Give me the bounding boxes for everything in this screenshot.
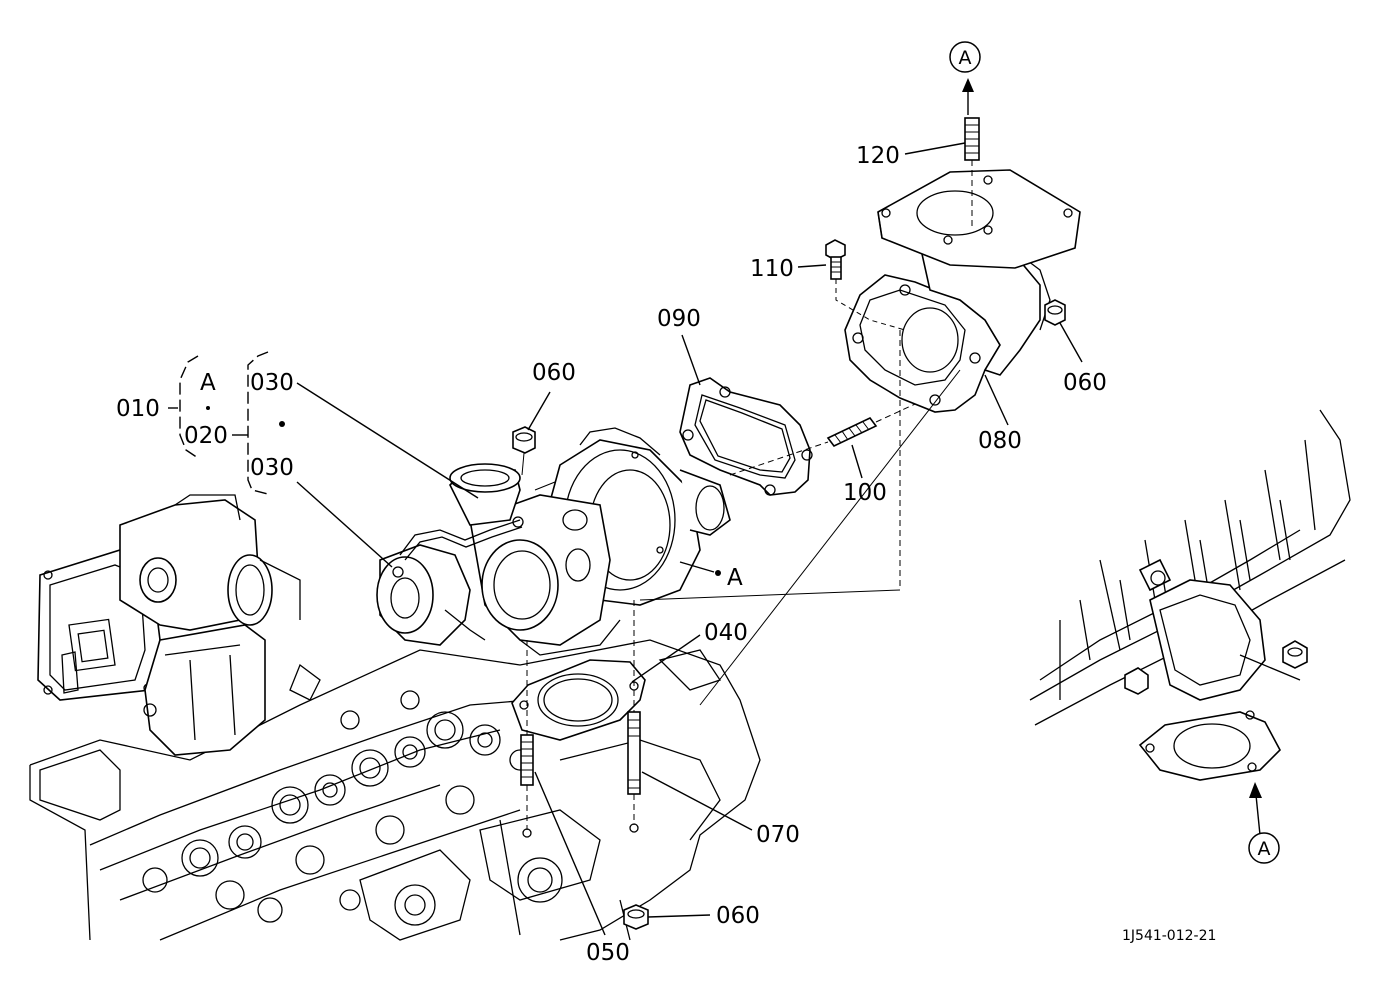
callout-020: 020 <box>184 423 228 449</box>
stud-070-drawing <box>627 600 641 833</box>
callout-060-right: 060 <box>1063 370 1107 396</box>
nut-060-right-drawing <box>1044 299 1066 326</box>
bracket-dot <box>206 406 210 410</box>
stud-120-drawing <box>962 78 980 230</box>
callout-labels: 010 A 020 030 030 040 050 060 060 060 07… <box>116 41 1280 966</box>
callout-030-lower: 030 <box>250 455 294 481</box>
callout-040: 040 <box>704 620 748 646</box>
callout-050: 050 <box>586 940 630 966</box>
elbow-080-drawing <box>844 169 1081 590</box>
callout-030-upper: 030 <box>250 370 294 396</box>
gasket-040-drawing <box>511 659 646 741</box>
callout-leader-lines <box>168 142 1083 936</box>
ref-circle-top-label: A <box>959 47 972 69</box>
callout-100: 100 <box>843 480 887 506</box>
callout-060-center: 060 <box>532 360 576 386</box>
callout-110: 110 <box>750 256 794 282</box>
callout-090: 090 <box>657 306 701 332</box>
nut-060-bottom-drawing <box>623 904 649 930</box>
egr-valve-drawing <box>37 494 301 756</box>
callout-120: 120 <box>856 143 900 169</box>
callout-070: 070 <box>756 822 800 848</box>
assembly-guide-lines <box>534 369 961 706</box>
ref-circle-bottom-label: A <box>1258 838 1271 860</box>
ref-mark-turbo-a: A <box>727 565 743 591</box>
ref-circle-top <box>949 41 981 73</box>
callout-080: 080 <box>978 428 1022 454</box>
bolt-110-drawing <box>825 239 906 331</box>
gasket-090-drawing <box>679 377 813 496</box>
callout-010: 010 <box>116 396 160 422</box>
nut-060-top-drawing <box>512 426 536 476</box>
ref-circle-bottom <box>1248 832 1280 864</box>
stud-050-drawing <box>520 640 534 838</box>
turbocharger-drawing <box>376 427 731 656</box>
stud-100-drawing <box>729 387 951 476</box>
engine-block-drawing <box>29 639 761 941</box>
callout-060-bottom: 060 <box>716 903 760 929</box>
ref-mark-bracket-a: A <box>200 370 216 396</box>
drawing-number: 1J541-012-21 <box>1122 928 1216 944</box>
detail-inset-drawing <box>1029 409 1351 836</box>
